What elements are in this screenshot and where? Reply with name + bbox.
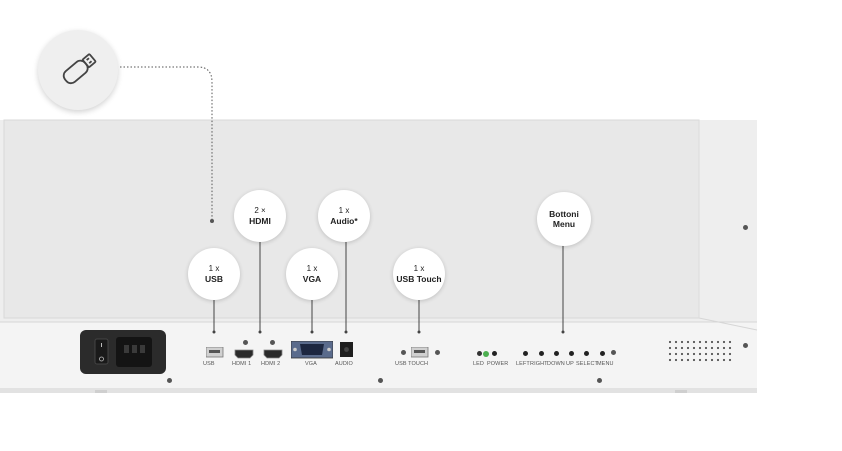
power-button[interactable] bbox=[492, 351, 497, 356]
led-indicator bbox=[483, 351, 489, 357]
callout-qty: 2 × bbox=[254, 206, 266, 215]
callout-menu-buttons: Bottoni Menu bbox=[537, 192, 591, 246]
hdmi1-port-label: HDMI 1 bbox=[232, 361, 252, 367]
usb-touch-port-label: USB TOUCH bbox=[395, 361, 429, 367]
screw bbox=[401, 350, 406, 355]
usb-port bbox=[206, 347, 224, 358]
callout-qty: 1 x bbox=[413, 264, 425, 273]
audio-port bbox=[340, 342, 353, 357]
screw bbox=[270, 340, 275, 345]
right-label: RIGHT bbox=[530, 361, 548, 367]
right-button[interactable] bbox=[539, 351, 544, 356]
vga-port bbox=[291, 341, 333, 359]
hdmi2-port-label: HDMI 2 bbox=[261, 361, 281, 367]
callout-name: Bottoni Menu bbox=[549, 209, 579, 229]
screw bbox=[435, 350, 440, 355]
audio-port-label: AUDIO bbox=[335, 361, 353, 367]
led-label: LED bbox=[473, 361, 484, 367]
screw bbox=[743, 343, 748, 348]
select-label: SELECT bbox=[576, 361, 598, 367]
screw bbox=[167, 378, 172, 383]
screw bbox=[743, 225, 748, 230]
callout-name: USB Touch bbox=[396, 274, 442, 284]
left-label: LEFT bbox=[516, 361, 530, 367]
power-inlet bbox=[80, 330, 166, 374]
usb-touch-port bbox=[411, 347, 429, 358]
screw bbox=[243, 340, 248, 345]
callout-vga: 1 x VGA bbox=[286, 248, 338, 300]
speaker-grille bbox=[668, 340, 732, 362]
callout-name: VGA bbox=[302, 274, 322, 284]
callout-qty: 1 x bbox=[338, 206, 350, 215]
callout-hdmi: 2 × HDMI bbox=[234, 190, 286, 242]
left-button[interactable] bbox=[523, 351, 528, 356]
up-button[interactable] bbox=[569, 351, 574, 356]
menu-label: MENU bbox=[597, 361, 614, 367]
up-label: UP bbox=[566, 361, 574, 367]
down-button[interactable] bbox=[554, 351, 559, 356]
hdmi2-port bbox=[263, 349, 283, 359]
callout-qty: 1 x bbox=[208, 264, 220, 273]
down-label: DOWN bbox=[547, 361, 565, 367]
callout-usb-touch: 1 x USB Touch bbox=[393, 248, 445, 300]
screw bbox=[597, 378, 602, 383]
screw bbox=[611, 350, 616, 355]
callout-audio: 1 x Audio* bbox=[318, 190, 370, 242]
select-button[interactable] bbox=[584, 351, 589, 356]
led-indicator-dot bbox=[477, 351, 482, 356]
callout-name: Audio* bbox=[330, 216, 358, 226]
callout-name: HDMI bbox=[249, 216, 271, 226]
power-label: POWER bbox=[487, 361, 509, 367]
vga-port-label: VGA bbox=[305, 361, 317, 367]
menu-button[interactable] bbox=[600, 351, 605, 356]
screw bbox=[378, 378, 383, 383]
usb-drive-badge bbox=[38, 30, 118, 110]
callout-usb: 1 x USB bbox=[188, 248, 240, 300]
usb-drive-icon bbox=[62, 53, 97, 85]
callout-qty: 1 x bbox=[306, 264, 318, 273]
hdmi1-port bbox=[234, 349, 254, 359]
usb-port-label: USB bbox=[203, 361, 215, 367]
callout-name: USB bbox=[205, 274, 223, 284]
